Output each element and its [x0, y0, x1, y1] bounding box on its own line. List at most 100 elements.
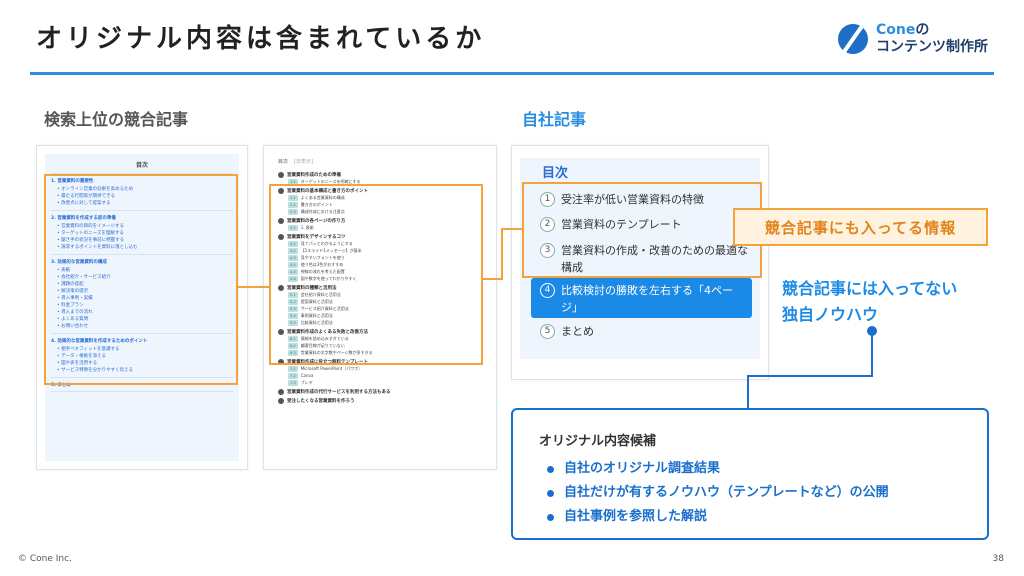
toc-subitem[interactable]: 課題の提起	[51, 281, 233, 288]
heading-number-icon	[278, 172, 284, 178]
toc-section-title[interactable]: 4. 効果的な営業資料を作成するためのポイント	[51, 339, 148, 344]
toc-item-text: 提案資料と活用法	[300, 299, 333, 304]
toc-item-text: 営業資料の各ページの作り方	[287, 219, 346, 224]
toc-number: 1	[540, 192, 555, 207]
toc-item-4[interactable]: 4 比較検討の勝敗を左右する「4ページ」	[540, 282, 748, 316]
toc-h2-item[interactable]: 営業資料をデザインするコツ	[278, 234, 482, 240]
toc-item-text: 1. 表紙	[300, 225, 314, 230]
toc-number: 3	[540, 243, 555, 258]
toc-item-text: 営業資料の基本構成と書き方のポイント	[287, 189, 368, 194]
toc-item-2[interactable]: 2 営業資料のテンプレート	[540, 216, 750, 233]
toc-subitem[interactable]: 表紙	[51, 267, 233, 274]
heading-number-icon	[278, 285, 284, 291]
toc-item-text: 会社紹介資料と活用法	[300, 292, 341, 297]
toc-section-title[interactable]: 3. 効果的な営業資料の構成	[51, 260, 107, 265]
toc-subitem[interactable]: 営業資料の目的をイメージする	[51, 223, 233, 230]
toc-subitem[interactable]: 会社紹介・サービス紹介	[51, 274, 233, 281]
divider	[51, 377, 233, 378]
toc-h2-item[interactable]: 営業資料作成のための準備	[278, 172, 482, 178]
toc-item-5[interactable]: 5 まとめ	[540, 323, 750, 340]
toc-h3-item[interactable]: 4-2【1スライド1メッセージ】が基本	[288, 248, 482, 254]
toc-number: 4	[540, 283, 555, 298]
divider	[51, 254, 233, 255]
toc-number: 5	[540, 324, 555, 339]
candidate-item: 自社事例を参照した解説	[539, 505, 961, 529]
toc-subitem[interactable]: 料金プラン	[51, 302, 233, 309]
heading-tag: 4-3	[288, 255, 298, 261]
toc-h2-item[interactable]: 営業資料の種類と活用法	[278, 285, 482, 291]
callout-line-1: 競合記事には入ってない	[782, 279, 958, 298]
toc-item-3[interactable]: 3 営業資料の作成・改善のための最適な構成	[540, 242, 750, 276]
toc-subitem[interactable]: 図や表を活用する	[51, 360, 233, 367]
toc-item-text: 受注率が低い営業資料の特徴	[561, 193, 704, 206]
toc-section-title[interactable]: 2. 営業資料を作成する前の準備	[51, 216, 116, 221]
connector-line	[501, 228, 522, 230]
toc-subitem[interactable]: 改善点に対して提案する	[51, 200, 233, 207]
toc-h2-item[interactable]: 営業資料作成の代行サービスを利用する方法もある	[278, 389, 482, 395]
callout-line-2: 独自ノウハウ	[782, 305, 879, 324]
toc-subitem[interactable]: オンライン営業の効果を高めるため	[51, 186, 233, 193]
heading-number-icon	[278, 218, 284, 224]
toc-hide-toggle[interactable]: [非表示]	[294, 159, 313, 165]
page-number: 38	[992, 554, 1004, 564]
toc-heading: 目次	[278, 159, 289, 165]
toc-h2-item[interactable]: 営業資料の基本構成と書き方のポイント	[278, 188, 482, 194]
original-content-candidates: オリジナル内容候補 自社のオリジナル調査結果 自社だけが有するノウハウ（テンプレ…	[511, 408, 989, 540]
toc-h2-item[interactable]: 受注したくなる営業資料を作ろう	[278, 398, 482, 404]
heading-tag: 1-1	[288, 179, 298, 185]
toc-item-text: 受注したくなる営業資料を作ろう	[287, 399, 355, 404]
toc-item-1[interactable]: 1 受注率が低い営業資料の特徴	[540, 191, 750, 208]
toc-item-text: 営業資料の作成・改善のための最適な構成	[561, 244, 748, 274]
toc-item-text: ブレヤ	[300, 380, 313, 385]
toc-subitem[interactable]: 最たる打開策が期待できる	[51, 193, 233, 200]
candidate-item: 自社だけが有するノウハウ（テンプレートなど）の公開	[539, 481, 961, 505]
toc-subitem[interactable]: 聴き手の状況を事前に把握する	[51, 237, 233, 244]
toc-subitem[interactable]: データ・根拠を添える	[51, 353, 233, 360]
toc-subitem[interactable]: 訴求するポイントを資料に落とし込む	[51, 244, 233, 251]
toc-number: 2	[540, 217, 555, 232]
toc-item-text: Microsoft PowerPoint（パワポ）	[300, 366, 363, 371]
toc-heading: 目次	[51, 154, 233, 174]
toc-subitem[interactable]: お問い合わせ	[51, 323, 233, 330]
toc-section-title[interactable]: 5. まとめ	[51, 383, 71, 388]
toc-subitem[interactable]: サービス特徴を分かりやすく伝える	[51, 367, 233, 374]
toc-subitem[interactable]: 解決策の提示	[51, 288, 233, 295]
toc-subitem[interactable]: 相手ベネフィットを意識する	[51, 346, 233, 353]
divider	[51, 391, 233, 392]
heading-tag: 2-1	[288, 195, 298, 201]
toc-h2-item[interactable]: 営業資料作成に役立つ無料テンプレート	[278, 359, 482, 365]
heading-tag: 6-2	[288, 343, 298, 349]
label-own-article: 自社記事	[522, 110, 587, 129]
toc-subitem[interactable]: 導入事例・実績	[51, 295, 233, 302]
toc-item-text: 見やすいフォントを使う	[300, 255, 345, 260]
toc-subitem[interactable]: よくある質問	[51, 316, 233, 323]
toc-section-title[interactable]: 1. 営業資料の重要性	[51, 179, 94, 184]
toc-item-text: 営業資料の文字数やページ数が多すぎる	[300, 350, 373, 355]
toc-subitem[interactable]: ターゲットのニーズを理解する	[51, 230, 233, 237]
toc-h2-item[interactable]: 営業資料作成のよくある失敗と改善方法	[278, 329, 482, 335]
toc-h2-item[interactable]: 営業資料の各ページの作り方	[278, 218, 482, 224]
toc-subitem[interactable]: 導入までの流れ	[51, 309, 233, 316]
